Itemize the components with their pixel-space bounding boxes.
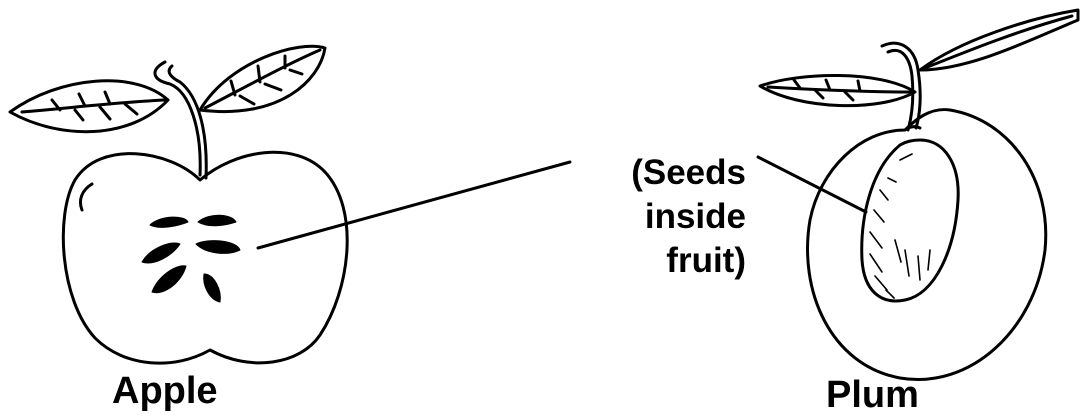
plum-seed-leader-line — [758, 157, 866, 212]
plum-left-leaf-vein — [768, 87, 912, 92]
apple-seed — [198, 215, 236, 226]
apple-seed — [196, 241, 240, 254]
plum-pit-shading — [870, 154, 930, 298]
apple-seed — [142, 243, 180, 263]
apple-seed — [152, 266, 186, 293]
plum-body — [808, 110, 1046, 380]
apple-label: Apple — [112, 372, 218, 410]
apple-seed-leader-line — [258, 162, 570, 248]
plum-right-leaf-vein — [925, 16, 1072, 68]
apple-drawing — [10, 46, 347, 363]
apple-seed — [150, 217, 188, 227]
apple-seeds — [142, 215, 240, 302]
apple-body-inner-curve — [80, 184, 92, 210]
plum-label: Plum — [826, 376, 919, 414]
seeds-label-line-2: inside — [584, 195, 746, 239]
plum-stem-join — [905, 127, 920, 130]
apple-left-leaf-vein — [22, 100, 165, 112]
seeds-label-line-1: (Seeds — [584, 151, 746, 195]
seeds-inside-fruit-label: (Seeds inside fruit) — [584, 151, 746, 283]
apple-seed — [204, 274, 221, 302]
seeds-label-line-3: fruit) — [584, 239, 746, 283]
plum-drawing — [760, 10, 1078, 380]
apple-body — [63, 152, 347, 363]
